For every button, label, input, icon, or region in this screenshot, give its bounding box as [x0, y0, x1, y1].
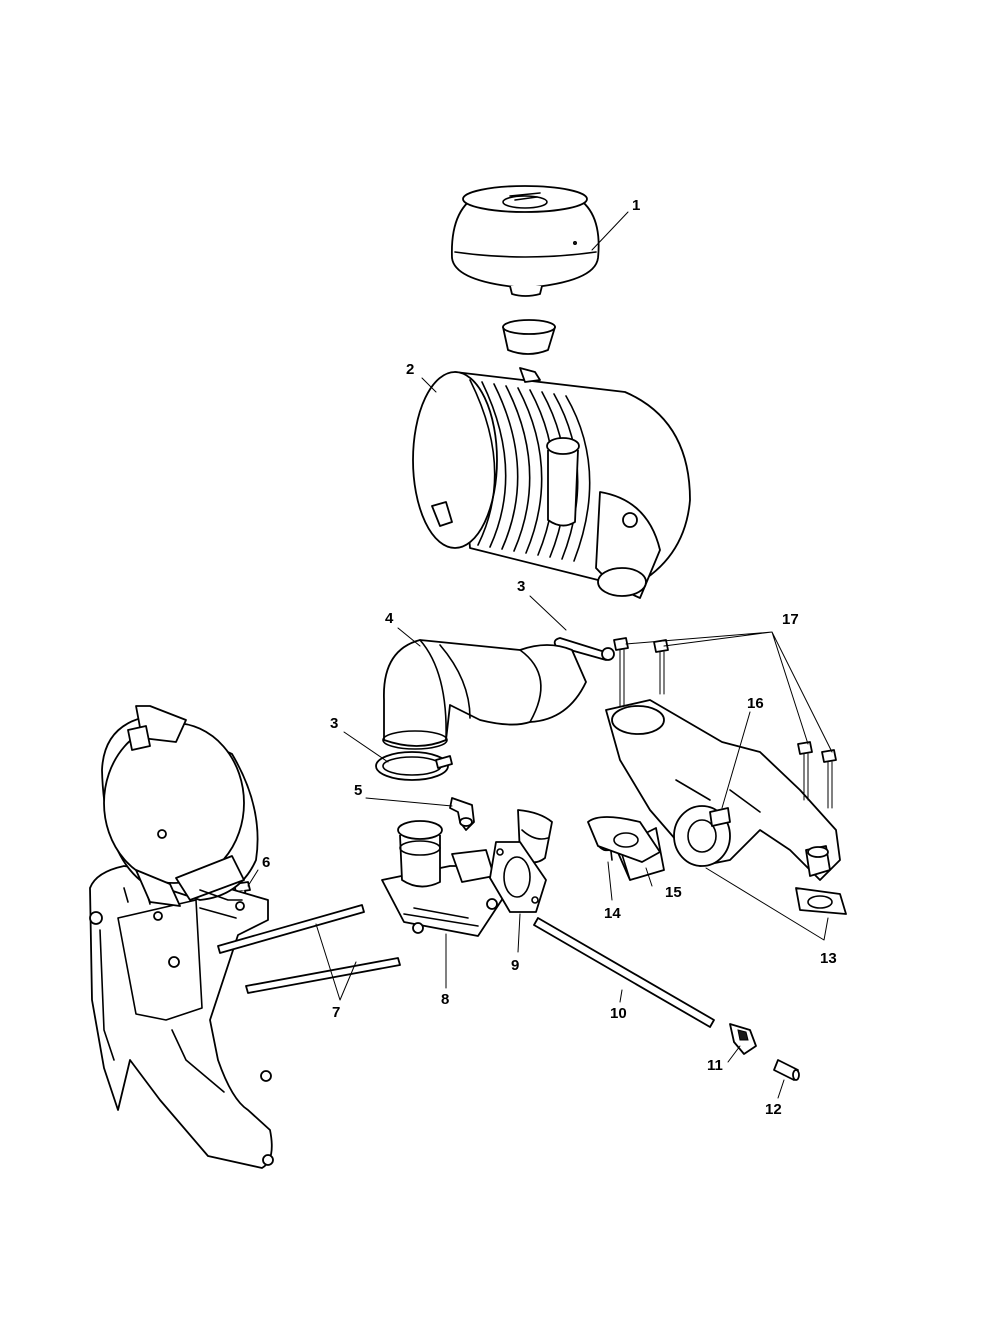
callout-13: 13	[820, 950, 837, 967]
part-3-worm-clamp-lower	[375, 751, 453, 781]
part-17-bolts	[613, 637, 837, 809]
part-2-air-cleaner-assembly	[412, 367, 691, 599]
callout-1: 1	[632, 197, 640, 214]
callout-3-lower: 3	[330, 715, 338, 732]
callout-9: 9	[511, 957, 519, 974]
part-3-hose-clamp-upper	[553, 637, 615, 661]
callout-17: 17	[782, 611, 799, 628]
part-1-air-cleaner-cover	[451, 185, 600, 297]
part-11-sensor	[729, 1023, 757, 1055]
callout-14: 14	[604, 905, 621, 922]
callout-8: 8	[441, 991, 449, 1008]
mounting-bracket-housing	[89, 865, 274, 1169]
callout-5: 5	[354, 782, 362, 799]
callout-6: 6	[262, 854, 270, 871]
leader-lines	[247, 211, 833, 1099]
part-4-intake-hose	[382, 639, 587, 750]
callout-4: 4	[385, 610, 394, 627]
part-8-intake-body	[381, 820, 506, 937]
part-5-elbow-fitting	[449, 797, 475, 831]
part-13-exhaust-manifold	[587, 699, 847, 915]
part-12-pin	[773, 1059, 800, 1081]
callout-12: 12	[765, 1101, 782, 1118]
callout-2: 2	[406, 361, 414, 378]
bracket-drum-cover	[101, 705, 259, 911]
callout-7: 7	[332, 1004, 340, 1021]
callout-15: 15	[665, 884, 682, 901]
dust-cap	[502, 319, 556, 355]
callout-labels: 1 2 3 3 4 5 6 7 8 9 10 11 12 13 14 15 16…	[262, 197, 837, 1118]
callout-10: 10	[610, 1005, 627, 1022]
callout-11: 11	[707, 1057, 723, 1074]
part-10-rod	[533, 917, 715, 1028]
part-7-rods	[217, 904, 401, 994]
callout-16: 16	[747, 695, 764, 712]
part-9-gasket	[489, 841, 547, 913]
callout-3-upper: 3	[517, 578, 525, 595]
